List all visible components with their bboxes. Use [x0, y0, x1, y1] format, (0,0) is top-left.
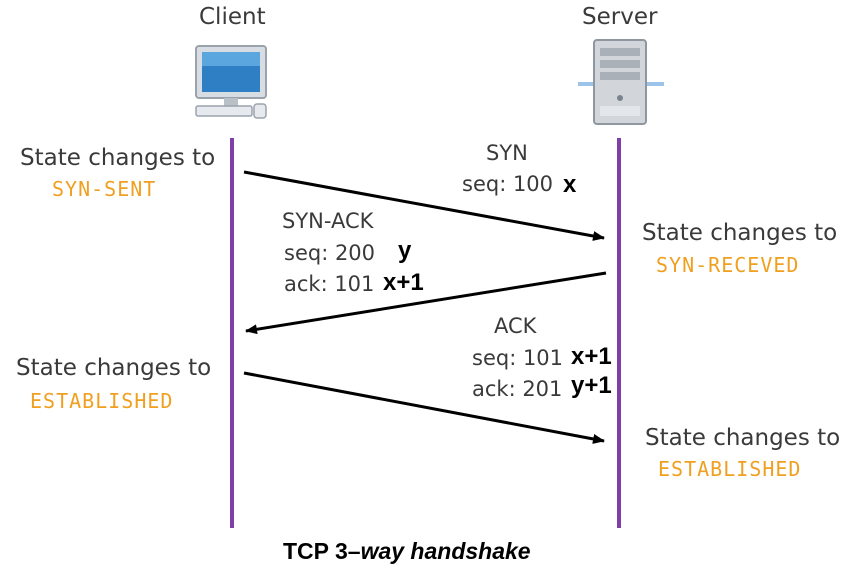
server-tower-icon: [578, 39, 664, 125]
ack-arrow: [243, 371, 605, 444]
syn-ack-seq: seq: 200: [284, 241, 376, 265]
server-title: Server: [582, 4, 658, 30]
syn-ack-ack: ack: 101: [284, 272, 375, 296]
ack-ack-var: y+1: [571, 372, 612, 399]
syn-label: SYN: [486, 141, 528, 165]
desktop-computer-icon: [195, 45, 267, 119]
diagram-caption: TCP 3–way handshake: [283, 538, 531, 565]
server-state-label-1: State changes to: [642, 220, 838, 246]
ack-ack: ack: 201: [472, 377, 563, 401]
syn-arrow: [243, 170, 605, 241]
client-title: Client: [199, 4, 266, 30]
ack-seq: seq: 101: [472, 346, 564, 370]
server-lifeline: [617, 138, 621, 528]
client-state-label-1: State changes to: [20, 145, 216, 171]
caption-prefix: TCP 3–: [283, 538, 361, 564]
state-server-established: ESTABLISHED: [658, 457, 802, 481]
state-syn-received: SYN-RECEVED: [656, 253, 800, 277]
ack-label: ACK: [494, 314, 537, 338]
client-lifeline: [230, 138, 234, 528]
syn-seq: seq: 100: [462, 172, 554, 196]
state-client-established: ESTABLISHED: [30, 389, 174, 413]
syn-ack-seq-var: y: [398, 237, 412, 264]
ack-seq-var: x+1: [571, 343, 612, 370]
server-state-label-2: State changes to: [645, 425, 841, 451]
syn-ack-arrow: [245, 271, 607, 335]
state-syn-sent: SYN-SENT: [52, 177, 157, 201]
caption-italic: way handshake: [360, 538, 531, 564]
client-state-label-2: State changes to: [16, 355, 212, 381]
syn-ack-label: SYN-ACK: [282, 209, 374, 233]
syn-seq-var: x: [563, 171, 577, 198]
syn-ack-ack-var: x+1: [383, 269, 424, 296]
